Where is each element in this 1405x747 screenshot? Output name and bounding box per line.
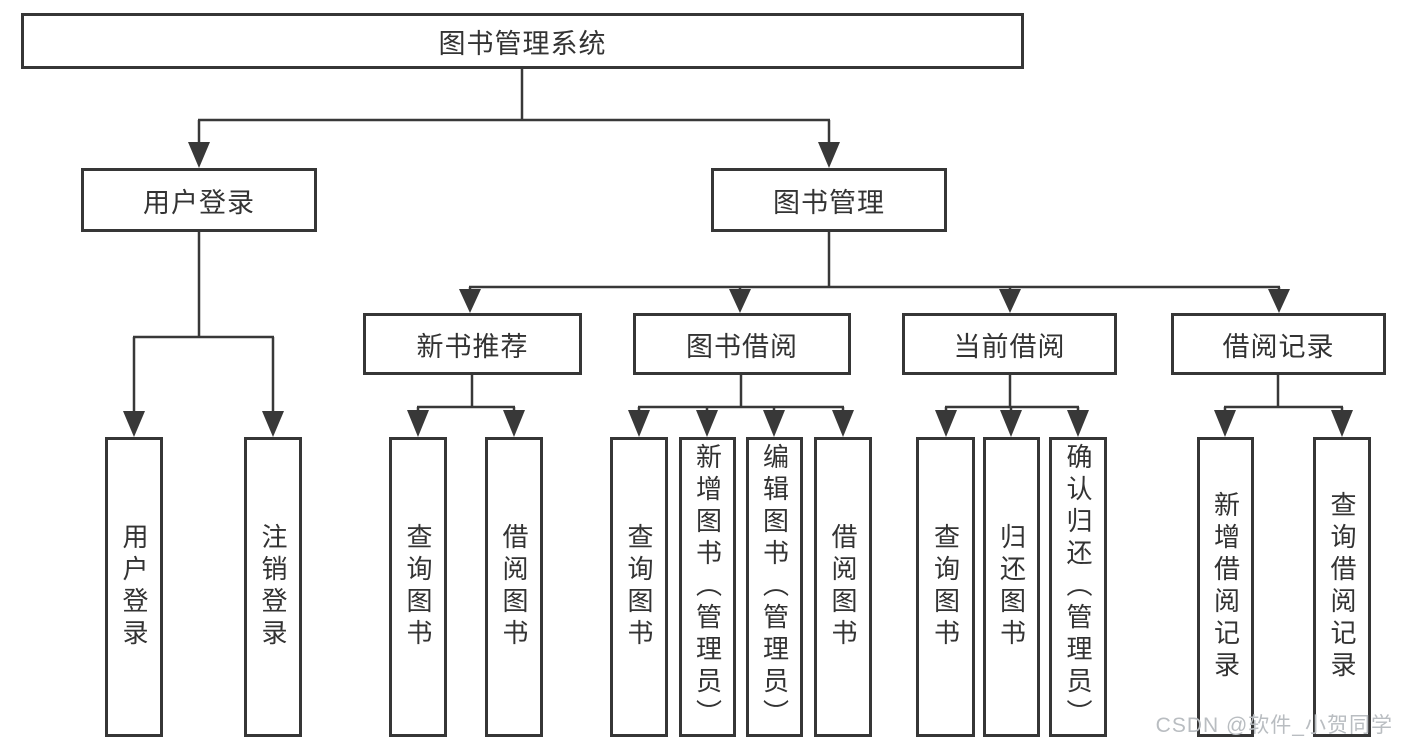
leaf-query-books-current: 查询图书 (916, 437, 975, 737)
connector-userlogin-to-leaves (123, 232, 284, 437)
node-label: 图书借阅 (686, 331, 798, 362)
node-label: 借阅记录 (1222, 331, 1335, 362)
leaf-query-books-borrow: 查询图书 (610, 437, 668, 737)
leaf-confirm-return-admin: 确认归还（管理员） (1049, 437, 1107, 737)
leaf-logout: 注销登录 (244, 437, 302, 737)
leaf-label: 查询图书 (624, 523, 654, 651)
watermark: CSDN @软件_小贺同学 (1155, 714, 1393, 737)
node-label: 当前借阅 (953, 331, 1066, 362)
leaf-query-borrow-record: 查询借阅记录 (1313, 437, 1371, 737)
node-borrowing-records: 借阅记录 (1171, 313, 1386, 375)
node-label: 新书推荐 (416, 331, 529, 362)
leaf-label: 归还图书 (996, 523, 1027, 651)
leaf-add-borrow-record: 新增借阅记录 (1197, 437, 1254, 737)
node-book-borrowing: 图书借阅 (633, 313, 851, 375)
leaf-return-books: 归还图书 (983, 437, 1040, 737)
connector-current-to-leaves (935, 375, 1089, 437)
leaf-edit-book-admin: 编辑图书（管理员） (746, 437, 803, 737)
leaf-label: 新增图书（管理员） (692, 443, 723, 731)
leaf-label: 注销登录 (258, 523, 288, 651)
leaf-label: 借阅图书 (828, 523, 858, 651)
leaf-borrow-books-recommend: 借阅图书 (485, 437, 543, 737)
connector-recommend-to-leaves (407, 375, 525, 437)
leaf-user-login: 用户登录 (105, 437, 163, 737)
leaf-label: 查询图书 (930, 523, 961, 651)
leaf-label: 查询借阅记录 (1327, 491, 1357, 683)
node-label: 图书管理 (773, 187, 885, 218)
node-new-book-recommend: 新书推荐 (363, 313, 582, 375)
node-current-borrowing: 当前借阅 (902, 313, 1117, 375)
connector-borrow-to-leaves (628, 375, 854, 437)
leaf-label: 用户登录 (119, 523, 149, 651)
leaf-label: 查询图书 (403, 523, 433, 651)
leaf-label: 编辑图书（管理员） (759, 443, 790, 731)
leaf-label: 确认归还（管理员） (1063, 443, 1093, 731)
leaf-label: 借阅图书 (499, 523, 529, 651)
node-label: 用户登录 (143, 187, 255, 218)
node-label: 图书管理系统 (438, 28, 607, 59)
leaf-query-books-recommend: 查询图书 (389, 437, 447, 737)
leaf-add-book-admin: 新增图书（管理员） (679, 437, 736, 737)
leaf-label: 新增借阅记录 (1210, 491, 1241, 683)
connector-root-to-level2 (188, 69, 840, 168)
node-book-management: 图书管理 (711, 168, 947, 232)
node-library-management-system: 图书管理系统 (21, 13, 1024, 69)
connector-records-to-leaves (1214, 375, 1353, 437)
connector-bookmgmt-to-level3 (459, 232, 1290, 313)
leaf-borrow-books-borrow: 借阅图书 (814, 437, 872, 737)
node-user-login: 用户登录 (81, 168, 317, 232)
